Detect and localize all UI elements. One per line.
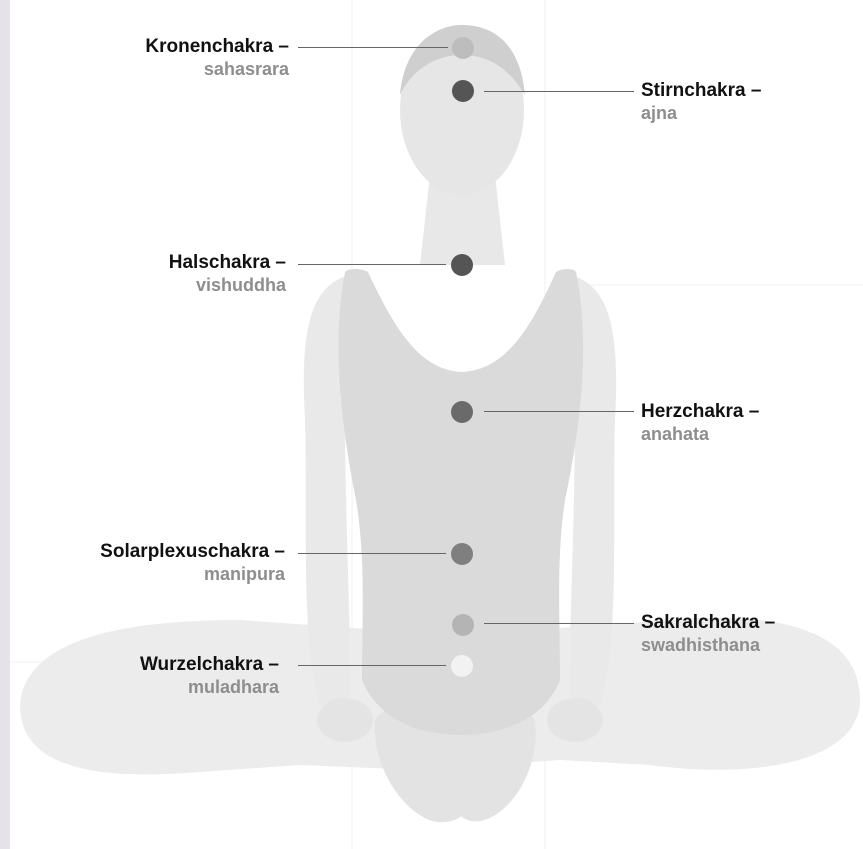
- chakra-name-sacral: Sakralchakra –: [641, 612, 775, 635]
- right-hand-shape: [547, 698, 603, 742]
- chakra-dot-third-eye: [452, 80, 474, 102]
- leader-line-solar-plexus: [298, 553, 446, 554]
- chakra-name-heart: Herzchakra –: [641, 401, 759, 424]
- chakra-sanskrit-throat: vishuddha: [169, 275, 286, 297]
- label-heart: Herzchakra – anahata: [641, 401, 759, 445]
- chakra-dot-sacral: [452, 614, 474, 636]
- chakra-dot-heart: [451, 401, 473, 423]
- chakra-sanskrit-heart: anahata: [641, 424, 759, 446]
- chakra-dot-solar-plexus: [451, 543, 473, 565]
- label-solar-plexus: Solarplexuschakra – manipura: [100, 541, 285, 585]
- leader-line-root: [298, 665, 446, 666]
- chakra-name-throat: Halschakra –: [169, 252, 286, 275]
- left-hand-shape: [317, 698, 373, 742]
- chakra-sanskrit-root: muladhara: [140, 677, 279, 699]
- chakra-name-solar-plexus: Solarplexuschakra –: [100, 541, 285, 564]
- chakra-name-root: Wurzelchakra –: [140, 654, 279, 677]
- chakra-sanskrit-third-eye: ajna: [641, 103, 761, 125]
- chakra-name-third-eye: Stirnchakra –: [641, 80, 761, 103]
- leader-line-crown: [298, 47, 448, 48]
- chakra-dot-root: [451, 655, 473, 677]
- chakra-sanskrit-crown: sahasrara: [145, 59, 289, 81]
- chakra-dot-throat: [451, 254, 473, 276]
- leader-line-heart: [484, 411, 634, 412]
- label-throat: Halschakra – vishuddha: [169, 252, 286, 296]
- leader-line-third-eye: [484, 91, 634, 92]
- label-third-eye: Stirnchakra – ajna: [641, 80, 761, 124]
- label-sacral: Sakralchakra – swadhisthana: [641, 612, 775, 656]
- chakra-sanskrit-sacral: swadhisthana: [641, 635, 775, 657]
- label-crown: Kronenchakra – sahasrara: [145, 36, 289, 80]
- label-root: Wurzelchakra – muladhara: [140, 654, 279, 698]
- leader-line-throat: [298, 264, 446, 265]
- chakra-name-crown: Kronenchakra –: [145, 36, 289, 59]
- chakra-sanskrit-solar-plexus: manipura: [100, 564, 285, 586]
- chakra-dot-crown: [452, 37, 474, 59]
- leader-line-sacral: [484, 623, 634, 624]
